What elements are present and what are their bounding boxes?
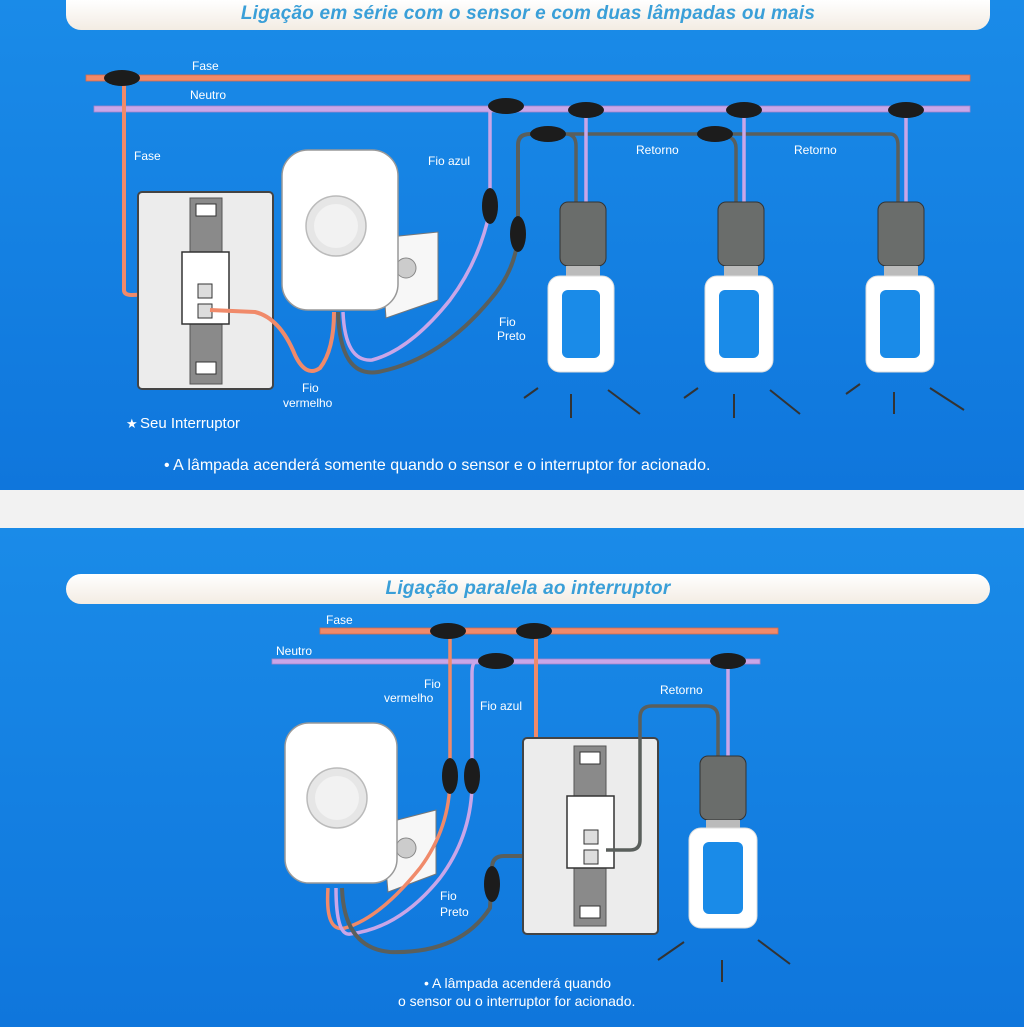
fio-vermelho-label-1: Fio: [424, 677, 441, 691]
lamp-1: [523, 201, 641, 418]
parallel-wiring-title: Ligação paralela ao interruptor: [66, 574, 990, 604]
retorno-line: [548, 132, 900, 205]
star-icon: ★: [126, 416, 138, 431]
parallel-wiring-note-line1: • A lâmpada acenderá quando: [424, 975, 611, 991]
wire-connectors: [430, 623, 746, 902]
fio-vermelho-wire: [209, 308, 336, 373]
parallel-wiring-note-line2: o sensor ou o interruptor for acionado.: [398, 993, 635, 1009]
fio-preto-wire: [336, 132, 548, 375]
neutro-bus-line: [93, 105, 971, 113]
retorno-line: [606, 704, 720, 852]
lamp-2: [683, 201, 801, 418]
series-wiring-note: • A lâmpada acenderá somente quando o se…: [164, 457, 710, 474]
seu-interruptor-label: Seu Interruptor: [140, 415, 240, 432]
parallel-wiring-panel: Ligação paralela ao interruptor Fase Neu…: [0, 528, 1024, 1027]
retorno-label-1: Retorno: [636, 143, 679, 157]
fio-vermelho-label-2: vermelho: [384, 691, 434, 705]
fio-preto-label-1: Fio: [440, 889, 457, 903]
neutro-bus-label: Neutro: [190, 88, 226, 102]
fio-vermelho-label-2: vermelho: [283, 396, 333, 410]
fio-preto-label-1: Fio: [499, 315, 516, 329]
presence-sensor: [281, 149, 439, 319]
fase-bus-label: Fase: [192, 59, 219, 73]
series-wiring-diagram: Fase Neutro Fase Fio vermelho F: [85, 59, 971, 474]
wall-switch: [137, 191, 274, 390]
lamp-3: [845, 201, 965, 414]
fase-bus-line: [85, 74, 971, 82]
fio-azul-wire: [334, 660, 477, 936]
retorno-label-2: Retorno: [794, 143, 837, 157]
fio-vermelho-wire: [325, 632, 452, 931]
series-wiring-title: Ligação em série com o sensor e com duas…: [66, 0, 990, 30]
presence-sensor: [284, 722, 437, 893]
fase-bus-label: Fase: [326, 613, 353, 627]
series-wiring-panel: Ligação em série com o sensor e com duas…: [0, 0, 1024, 490]
retorno-label: Retorno: [660, 683, 703, 697]
wall-switch: [522, 737, 659, 935]
fase-drop-wire: [122, 78, 206, 298]
neutro-bus-label: Neutro: [276, 644, 312, 658]
neutro-bus-line: [271, 658, 761, 665]
fio-azul-wire: [341, 110, 492, 362]
fio-vermelho-label-1: Fio: [302, 381, 319, 395]
lamp: [657, 755, 791, 982]
parallel-wiring-diagram: Fase Neutro Fio vermelho Fio azul Fio Pr…: [271, 613, 791, 1009]
fio-azul-label: Fio azul: [480, 699, 522, 713]
fio-azul-label: Fio azul: [428, 154, 470, 168]
wire-connectors: [104, 70, 924, 252]
fio-preto-label-2: Preto: [497, 329, 526, 343]
fio-preto-label-2: Preto: [440, 905, 469, 919]
fase-wire-label: Fase: [134, 149, 161, 163]
neutro-lamp-drops: [584, 110, 908, 205]
fio-preto-wire: [340, 854, 590, 955]
